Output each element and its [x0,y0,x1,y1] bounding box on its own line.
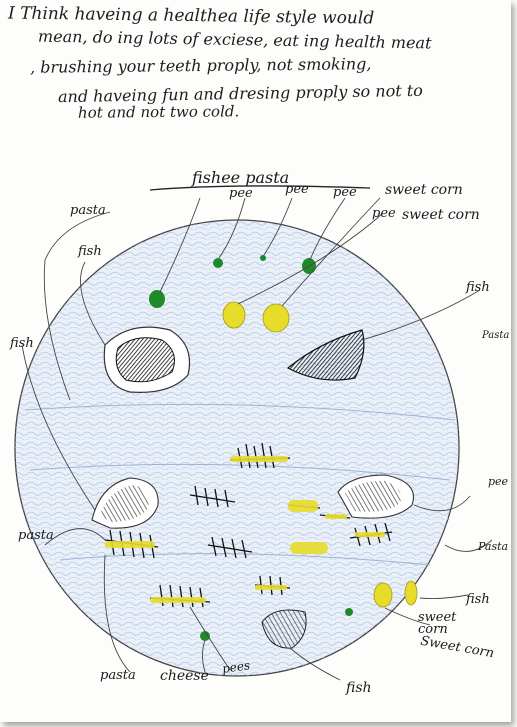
label-pasta: pasta [70,203,106,218]
sweetcorn-kernel [223,302,245,328]
label-pea: pee [488,475,508,488]
label-sweetcorn: sweet corn [418,612,468,636]
label-pea: pee [285,182,309,197]
label-pasta: Pasta [482,330,509,341]
label-pasta: Pasta [478,540,508,553]
label-pea: pee [372,206,396,221]
pea [345,608,353,616]
pea [149,290,165,308]
label-fish: fish [466,592,490,607]
label-pasta: pasta [18,528,54,543]
sweetcorn-kernel [263,304,289,332]
label-fish: fish [78,244,102,259]
label-cheese: cheese [160,668,209,684]
label-sweetcorn: sweet corn [385,182,463,198]
label-fish: fish [346,680,372,696]
pea [200,631,210,641]
sweetcorn-kernel [374,583,392,607]
title: fishee pasta [192,168,289,187]
label-pea: pee [333,185,357,200]
label-pasta: pasta [100,668,136,683]
label-sweetcorn: sweet corn [402,207,480,223]
pea [260,255,266,261]
label-pea: pee [229,186,253,201]
label-fish: fish [466,280,490,295]
pea [213,258,223,268]
sweetcorn-kernel [405,581,417,605]
label-fish: fish [10,336,34,351]
